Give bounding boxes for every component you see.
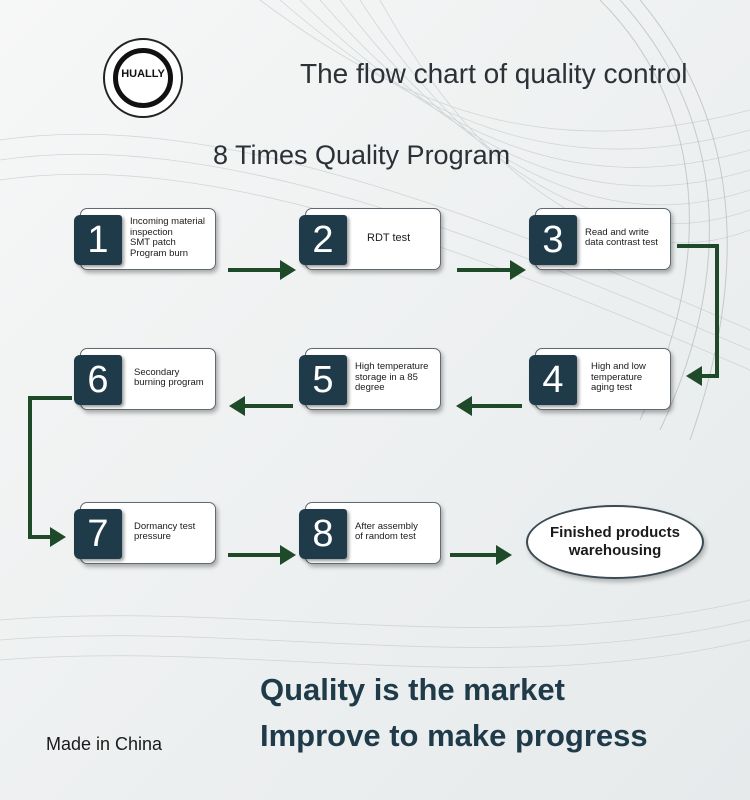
step-label: Read and write data contrast test: [585, 226, 658, 248]
step-8: 8 After assembly of random test: [299, 502, 441, 566]
step-label: High temperature storage in a 85 degree: [355, 361, 429, 394]
page-title: The flow chart of quality control: [300, 58, 688, 89]
arrow-6-7: [28, 396, 72, 539]
step-5: 5 High temperature storage in a 85 degre…: [299, 348, 441, 412]
step-number: 8: [299, 509, 347, 559]
logo-text: HUALLY: [121, 68, 165, 80]
step-6: 6 Secondary burning program: [74, 348, 216, 412]
step-7: 7 Dormancy test pressure: [74, 502, 216, 566]
step-number: 7: [74, 509, 122, 559]
slogan-progress: Improve to make progress: [260, 718, 648, 753]
step-label: Secondary burning program: [134, 366, 204, 388]
page-subtitle: 8 Times Quality Program: [213, 140, 511, 170]
logo-ring: [113, 48, 173, 108]
step-label: High and low temperature aging test: [591, 361, 646, 394]
hually-logo: HUALLY: [103, 38, 183, 118]
step-number: 2: [299, 215, 347, 265]
step-label: Dormancy test pressure: [134, 520, 196, 542]
step-number: 6: [74, 355, 122, 405]
finish-line-1: Finished products: [549, 524, 680, 541]
step-2: 2 RDT test: [299, 208, 441, 272]
step-3: 3 Read and write data contrast test: [529, 208, 671, 272]
slogan-quality: Quality is the market: [260, 672, 565, 707]
arrow-3-4: [677, 244, 719, 378]
step-4: 4 High and low temperature aging test: [529, 348, 671, 412]
step-number: 5: [299, 355, 347, 405]
finish-line-2: warehousing: [568, 542, 662, 559]
step-label: Incoming material inspection SMT patch P…: [130, 216, 205, 259]
finished-products-node: Finished products warehousing: [526, 505, 704, 579]
step-label: After assembly of random test: [355, 520, 418, 542]
step-number: 1: [74, 215, 122, 265]
step-number: 3: [529, 215, 577, 265]
step-label: RDT test: [367, 231, 411, 244]
made-in-label: Made in China: [46, 734, 163, 754]
step-number: 4: [529, 355, 577, 405]
step-1: 1 Incoming material inspection SMT patch…: [74, 208, 216, 272]
